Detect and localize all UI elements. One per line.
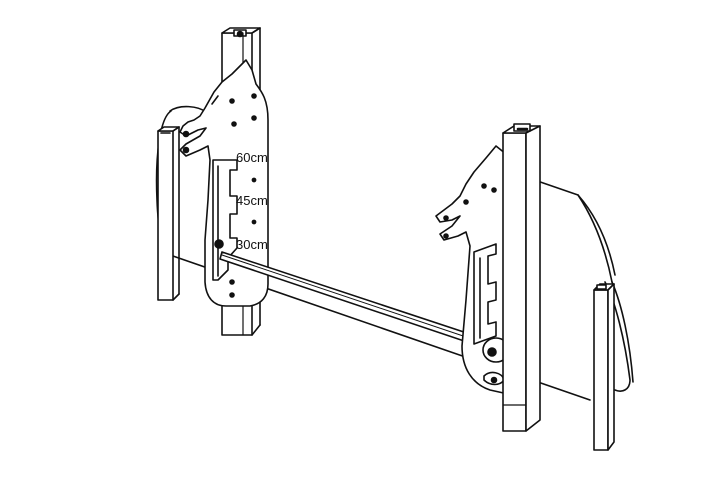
left-short-post — [157, 126, 180, 301]
right-short-post — [593, 283, 615, 451]
right-tall-post — [502, 123, 541, 432]
left-wolf-panel — [179, 59, 269, 307]
height-label-30: 30cm — [236, 237, 268, 252]
height-labels: 60cm 45cm 30cm — [236, 150, 268, 252]
right-wolf-panel — [435, 145, 515, 395]
height-label-45: 45cm — [236, 193, 268, 208]
height-label-60: 60cm — [236, 150, 268, 165]
